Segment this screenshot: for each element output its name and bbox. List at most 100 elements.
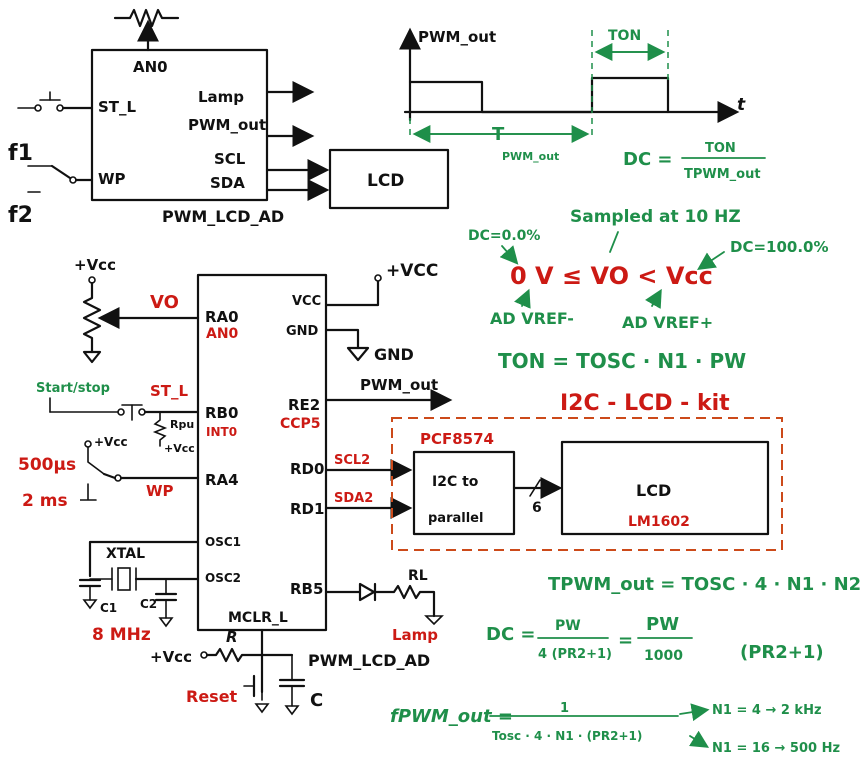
c1-label: C1 (100, 601, 117, 615)
rpu-label: Rpu (170, 418, 194, 431)
xtal-label: XTAL (106, 546, 145, 562)
time-2ms-label: 2 ms (22, 491, 68, 511)
top-pwm-out-pin: PWM_out (188, 116, 266, 134)
pin-ra0: RA0 (205, 308, 239, 326)
led-symbol (358, 582, 376, 602)
bus-slash (529, 479, 541, 497)
n1-16-note: N1 = 16 → 500 Hz (712, 741, 840, 756)
i2c-lcd-kit: I2C - LCD - kit PCF8574 I2C to parallel … (391, 391, 783, 551)
ton-formula: TON = TOSC · N1 · PW (498, 349, 746, 373)
dc-zero-pointer (499, 245, 519, 265)
pin-gnd: GND (286, 324, 319, 339)
sw-top-lead (87, 446, 105, 475)
vref-plus-note: AD VREF+ (622, 313, 713, 332)
range-inequality: 0 V ≤ VO < Vcc (510, 262, 713, 290)
gnd-label: GND (374, 345, 414, 364)
formulas: TPWM_out = TOSC · 4 · N1 · N2 DC = PW 4 … (390, 574, 861, 756)
main-schematic: RA0 AN0 RB0 INT0 RA4 OSC1 OSC2 VCC GND R… (18, 256, 453, 716)
dc-hundred-pointer (697, 251, 725, 270)
rl-gnd (424, 615, 444, 626)
sw-lever (102, 472, 117, 480)
ton-label: TON (608, 28, 641, 44)
pin-re2-ccp5: CCP5 (280, 416, 321, 432)
pin-rd0: RD0 (290, 460, 324, 478)
dc-frac1-num: PW (555, 618, 581, 634)
rpu-vcc-label: +Vcc (164, 442, 195, 455)
st-l-switch-contact-a (34, 104, 42, 112)
pwm-lcd-ad-block (90, 48, 269, 202)
sw-vcc-label: +Vcc (94, 435, 128, 449)
c2-gnd (158, 617, 174, 628)
lamp-label: Lamp (392, 626, 438, 644)
dc-hundred-note: DC=100.0% (730, 238, 829, 256)
top-lcd-box (328, 148, 450, 210)
waveform-ylabel: PWM_out (418, 28, 496, 46)
top-pot-symbol (113, 8, 180, 28)
pin-ra4: RA4 (205, 471, 239, 489)
n1-16-arrow (689, 730, 710, 748)
osc1-wire (88, 540, 200, 578)
n1-4-arrow (679, 703, 710, 722)
pwm-waveform: PWM_out t TON T PWM_out DC = TON TPWM_ou… (399, 27, 766, 182)
potentiometer-symbol (82, 281, 102, 354)
top-block-diagram: AN0 ST_L f1 f2 WP Lamp PWM_out SCL SDA P… (8, 8, 450, 228)
cap-gnd (284, 705, 300, 716)
c1-gnd (82, 599, 98, 610)
pin-rd1: RD1 (290, 500, 324, 518)
dc-frac2-num: PW (646, 614, 679, 635)
start-stop-label: Start/stop (36, 381, 110, 396)
period-label: T (492, 124, 505, 145)
kit-lcd-box (560, 440, 770, 536)
top-scl-pin: SCL (214, 150, 246, 168)
crystal-symbol (117, 567, 131, 591)
reset-label: Reset (186, 687, 238, 706)
c2-label: C2 (140, 597, 157, 611)
reset-gnd (254, 703, 270, 714)
fpwm-den: Tosc · 4 · N1 · (PR2+1) (492, 729, 642, 743)
conv-line2: parallel (428, 511, 483, 526)
vref-minus-note: AD VREF- (490, 309, 574, 328)
bus-label: 6 (532, 500, 542, 516)
dc-eq: = (618, 630, 633, 651)
sampled-pointer (609, 231, 619, 253)
top-st-l-pin: ST_L (98, 98, 137, 116)
vref-minus-pointer (514, 288, 531, 309)
pin-osc2: OSC2 (205, 571, 241, 585)
dc-formula-left: DC = (486, 624, 536, 645)
pot-vcc-label: +Vcc (74, 256, 116, 274)
dc-frac1-den: 4 (PR2+1) (538, 647, 612, 662)
freq-label: 8 MHz (92, 625, 151, 645)
waveform-signal (408, 76, 670, 114)
vcc-right-terminal (374, 274, 382, 282)
vo-label: VO (150, 292, 179, 313)
waveform-xlabel: t (737, 95, 746, 115)
top-ano-label: AN0 (133, 58, 168, 76)
rpu-resistor (152, 411, 168, 447)
pot-gnd-symbol (82, 350, 102, 364)
r-label: R (226, 628, 238, 646)
fpwm-num: 1 (560, 701, 569, 716)
fpwm-left: fPWM_out = (390, 706, 513, 727)
pin-mclr: MCLR_L (228, 610, 288, 626)
kit-lcd-label: LCD (636, 481, 671, 500)
top-wp-pin: WP (98, 170, 126, 188)
vcc-right-label: +VCC (386, 261, 438, 281)
time-500us-label: 500µs (18, 455, 76, 475)
top-lamp-pin: Lamp (198, 88, 244, 106)
wp-label: WP (146, 482, 174, 500)
gnd-symbol (346, 346, 370, 362)
kit-dashed-frame (391, 417, 783, 551)
scl2-label: SCL2 (334, 453, 370, 468)
pin-rb0-int0: INT0 (206, 425, 237, 439)
f2-label: f2 (8, 203, 33, 228)
kit-title: I2C - LCD - kit (560, 391, 730, 416)
dc-num: TON (705, 141, 736, 156)
st-l-label: ST_L (150, 382, 189, 400)
reset-vcc-label: +Vcc (150, 648, 192, 666)
rl-label: RL (408, 568, 428, 584)
pin-vcc: VCC (292, 294, 321, 309)
pin-osc1: OSC1 (205, 535, 241, 549)
ad-notes: Sampled at 10 HZ DC=0.0% DC=100.0% 0 V ≤… (468, 207, 829, 373)
n1-4-note: N1 = 4 → 2 kHz (712, 703, 822, 718)
